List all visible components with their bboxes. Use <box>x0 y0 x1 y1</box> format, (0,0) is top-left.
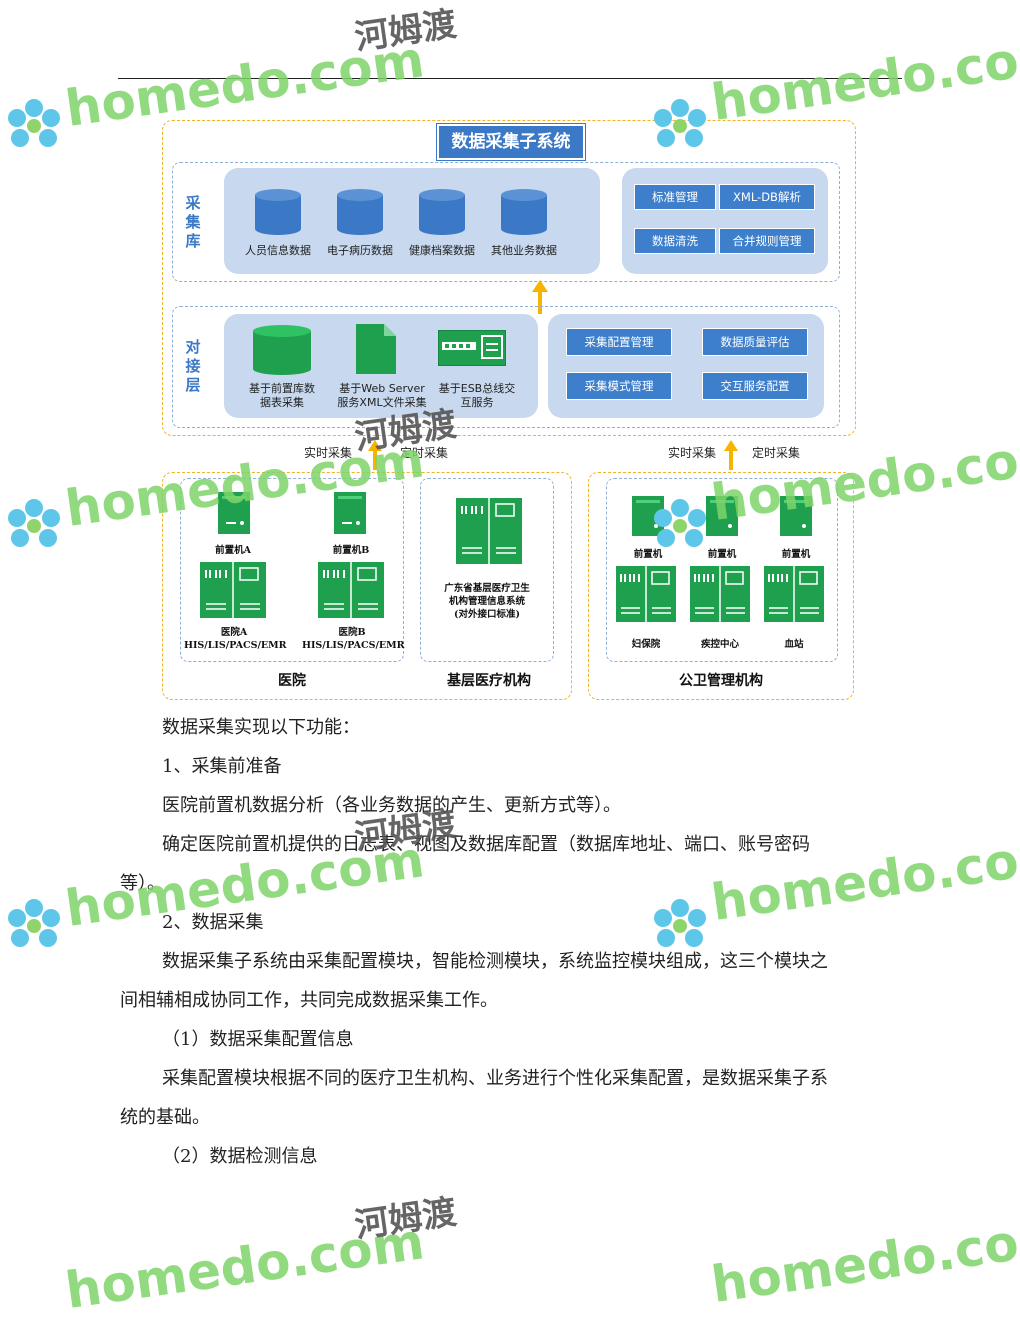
hospital-b-label: 医院B HIS/LIS/PACS/EMR <box>302 627 405 651</box>
primary-title: 基层医疗机构 <box>447 673 531 689</box>
sub-heading: （2）数据检测信息 <box>162 1146 318 1167</box>
hospital-a-label: 医院A HIS/LIS/PACS/EMR <box>184 627 287 651</box>
paragraph: 统的基础。 <box>120 1107 210 1128</box>
interface-layer-frame <box>172 306 840 428</box>
public-health-title: 公卫管理机构 <box>679 673 763 689</box>
front-machine-label: 前置机 <box>707 549 737 560</box>
org-label: 血站 <box>784 639 804 650</box>
realtime-label: 实时采集 <box>304 446 353 460</box>
header-rule <box>118 78 902 79</box>
standard-management-box: 标准管理 <box>634 184 716 210</box>
database-icon <box>255 189 301 235</box>
scheduled-label: 定时采集 <box>400 446 449 460</box>
merge-rule-box: 合并规则管理 <box>719 228 815 254</box>
up-arrow-icon <box>368 440 382 470</box>
rack-icon <box>764 566 824 622</box>
front-machine-b-label: 前置机B <box>332 545 370 556</box>
paragraph: 数据采集子系统由采集配置模块，智能检测模块，系统监控模块组成，这三个模块之 <box>162 951 828 972</box>
collect-mode-box: 采集模式管理 <box>566 372 672 400</box>
rack-icon <box>456 498 522 564</box>
server-icon <box>706 496 738 536</box>
watermark-text: homedo.com <box>707 1206 1020 1314</box>
paragraph: 间相辅相成协同工作，共同完成数据采集工作。 <box>120 990 498 1011</box>
org-label: 妇保院 <box>631 639 661 650</box>
esb-service-label: 基于ESB总线交 互服务 <box>438 382 516 409</box>
sub-heading: （1）数据采集配置信息 <box>162 1029 354 1050</box>
public-health-frame <box>588 472 854 700</box>
paragraph: 等）。 <box>120 873 165 894</box>
paragraph: 数据采集实现以下功能： <box>162 717 360 738</box>
paragraph: 医院前置机数据分析（各业务数据的产生、更新方式等）。 <box>162 795 621 816</box>
database-label: 电子病历数据 <box>327 244 393 257</box>
rack-icon <box>200 562 266 618</box>
flower-logo-icon <box>8 499 60 547</box>
collect-layer-frame <box>172 162 840 282</box>
server-icon <box>780 496 812 536</box>
front-db-collect-label: 基于前置库数 据表采集 <box>249 382 315 409</box>
public-health-inner-frame <box>606 478 838 662</box>
server-icon <box>334 492 366 534</box>
data-quality-box: 数据质量评估 <box>702 328 808 356</box>
primary-system-label: 广东省基层医疗卫生 机构管理信息系统 (对外接口标准) <box>444 583 530 620</box>
rack-icon <box>616 566 676 622</box>
interface-layer-label: 对 接 层 <box>185 338 201 394</box>
diagram-title: 数据采集子系统 <box>436 123 586 161</box>
front-machine-label: 前置机 <box>633 549 663 560</box>
watermark-cn: 河姆渡 <box>352 4 459 59</box>
database-icon <box>501 189 547 235</box>
database-label: 人员信息数据 <box>245 244 311 257</box>
database-icon <box>337 189 383 235</box>
up-arrow-icon <box>724 440 738 470</box>
collect-layer-label: 采 集 库 <box>185 194 201 250</box>
document-icon <box>356 324 396 374</box>
org-label: 疾控中心 <box>700 639 739 650</box>
hospital-frame <box>162 472 572 700</box>
watermark-cn: 河姆渡 <box>352 1192 459 1247</box>
server-icon <box>218 492 250 534</box>
xml-db-parse-box: XML-DB解析 <box>719 184 815 210</box>
data-cleaning-box: 数据清洗 <box>634 228 716 254</box>
section-heading: 1、采集前准备 <box>162 756 282 777</box>
flower-logo-icon <box>8 99 60 147</box>
collect-config-box: 采集配置管理 <box>566 328 672 356</box>
realtime-label: 实时采集 <box>668 446 717 460</box>
rack-icon <box>690 566 750 622</box>
up-arrow-icon <box>532 280 548 314</box>
database-label: 健康档案数据 <box>409 244 475 257</box>
hospital-title: 医院 <box>278 673 306 689</box>
paragraph: 采集配置模块根据不同的医疗卫生机构、业务进行个性化采集配置，是数据采集子系 <box>162 1068 828 1089</box>
flower-logo-icon <box>654 899 706 947</box>
server-icon <box>632 496 664 536</box>
webserver-collect-label: 基于Web Server 服务XML文件采集 <box>337 382 427 409</box>
paragraph: 确定医院前置机提供的日志表、视图及数据库配置（数据库地址、端口、账号密码 <box>162 834 810 855</box>
database-icon <box>419 189 465 235</box>
green-database-icon <box>253 325 311 375</box>
scheduled-label: 定时采集 <box>752 446 801 460</box>
front-machine-a-label: 前置机A <box>215 545 251 556</box>
data-collection-diagram: 数据采集子系统 采 集 库 人员信息数据 电子病历数据 健康档案数据 其他业务数… <box>162 120 856 702</box>
database-label: 其他业务数据 <box>491 244 557 257</box>
flower-logo-icon <box>8 899 60 947</box>
section-heading: 2、数据采集 <box>162 912 264 933</box>
primary-inner-frame <box>420 478 554 662</box>
front-machine-label: 前置机 <box>781 549 811 560</box>
watermark-text: homedo.com <box>61 1212 428 1320</box>
subsystem-frame <box>162 120 856 436</box>
hospital-inner-frame <box>180 478 404 662</box>
interaction-service-box: 交互服务配置 <box>702 372 808 400</box>
rack-icon <box>318 562 384 618</box>
esb-switch-icon <box>438 330 506 366</box>
